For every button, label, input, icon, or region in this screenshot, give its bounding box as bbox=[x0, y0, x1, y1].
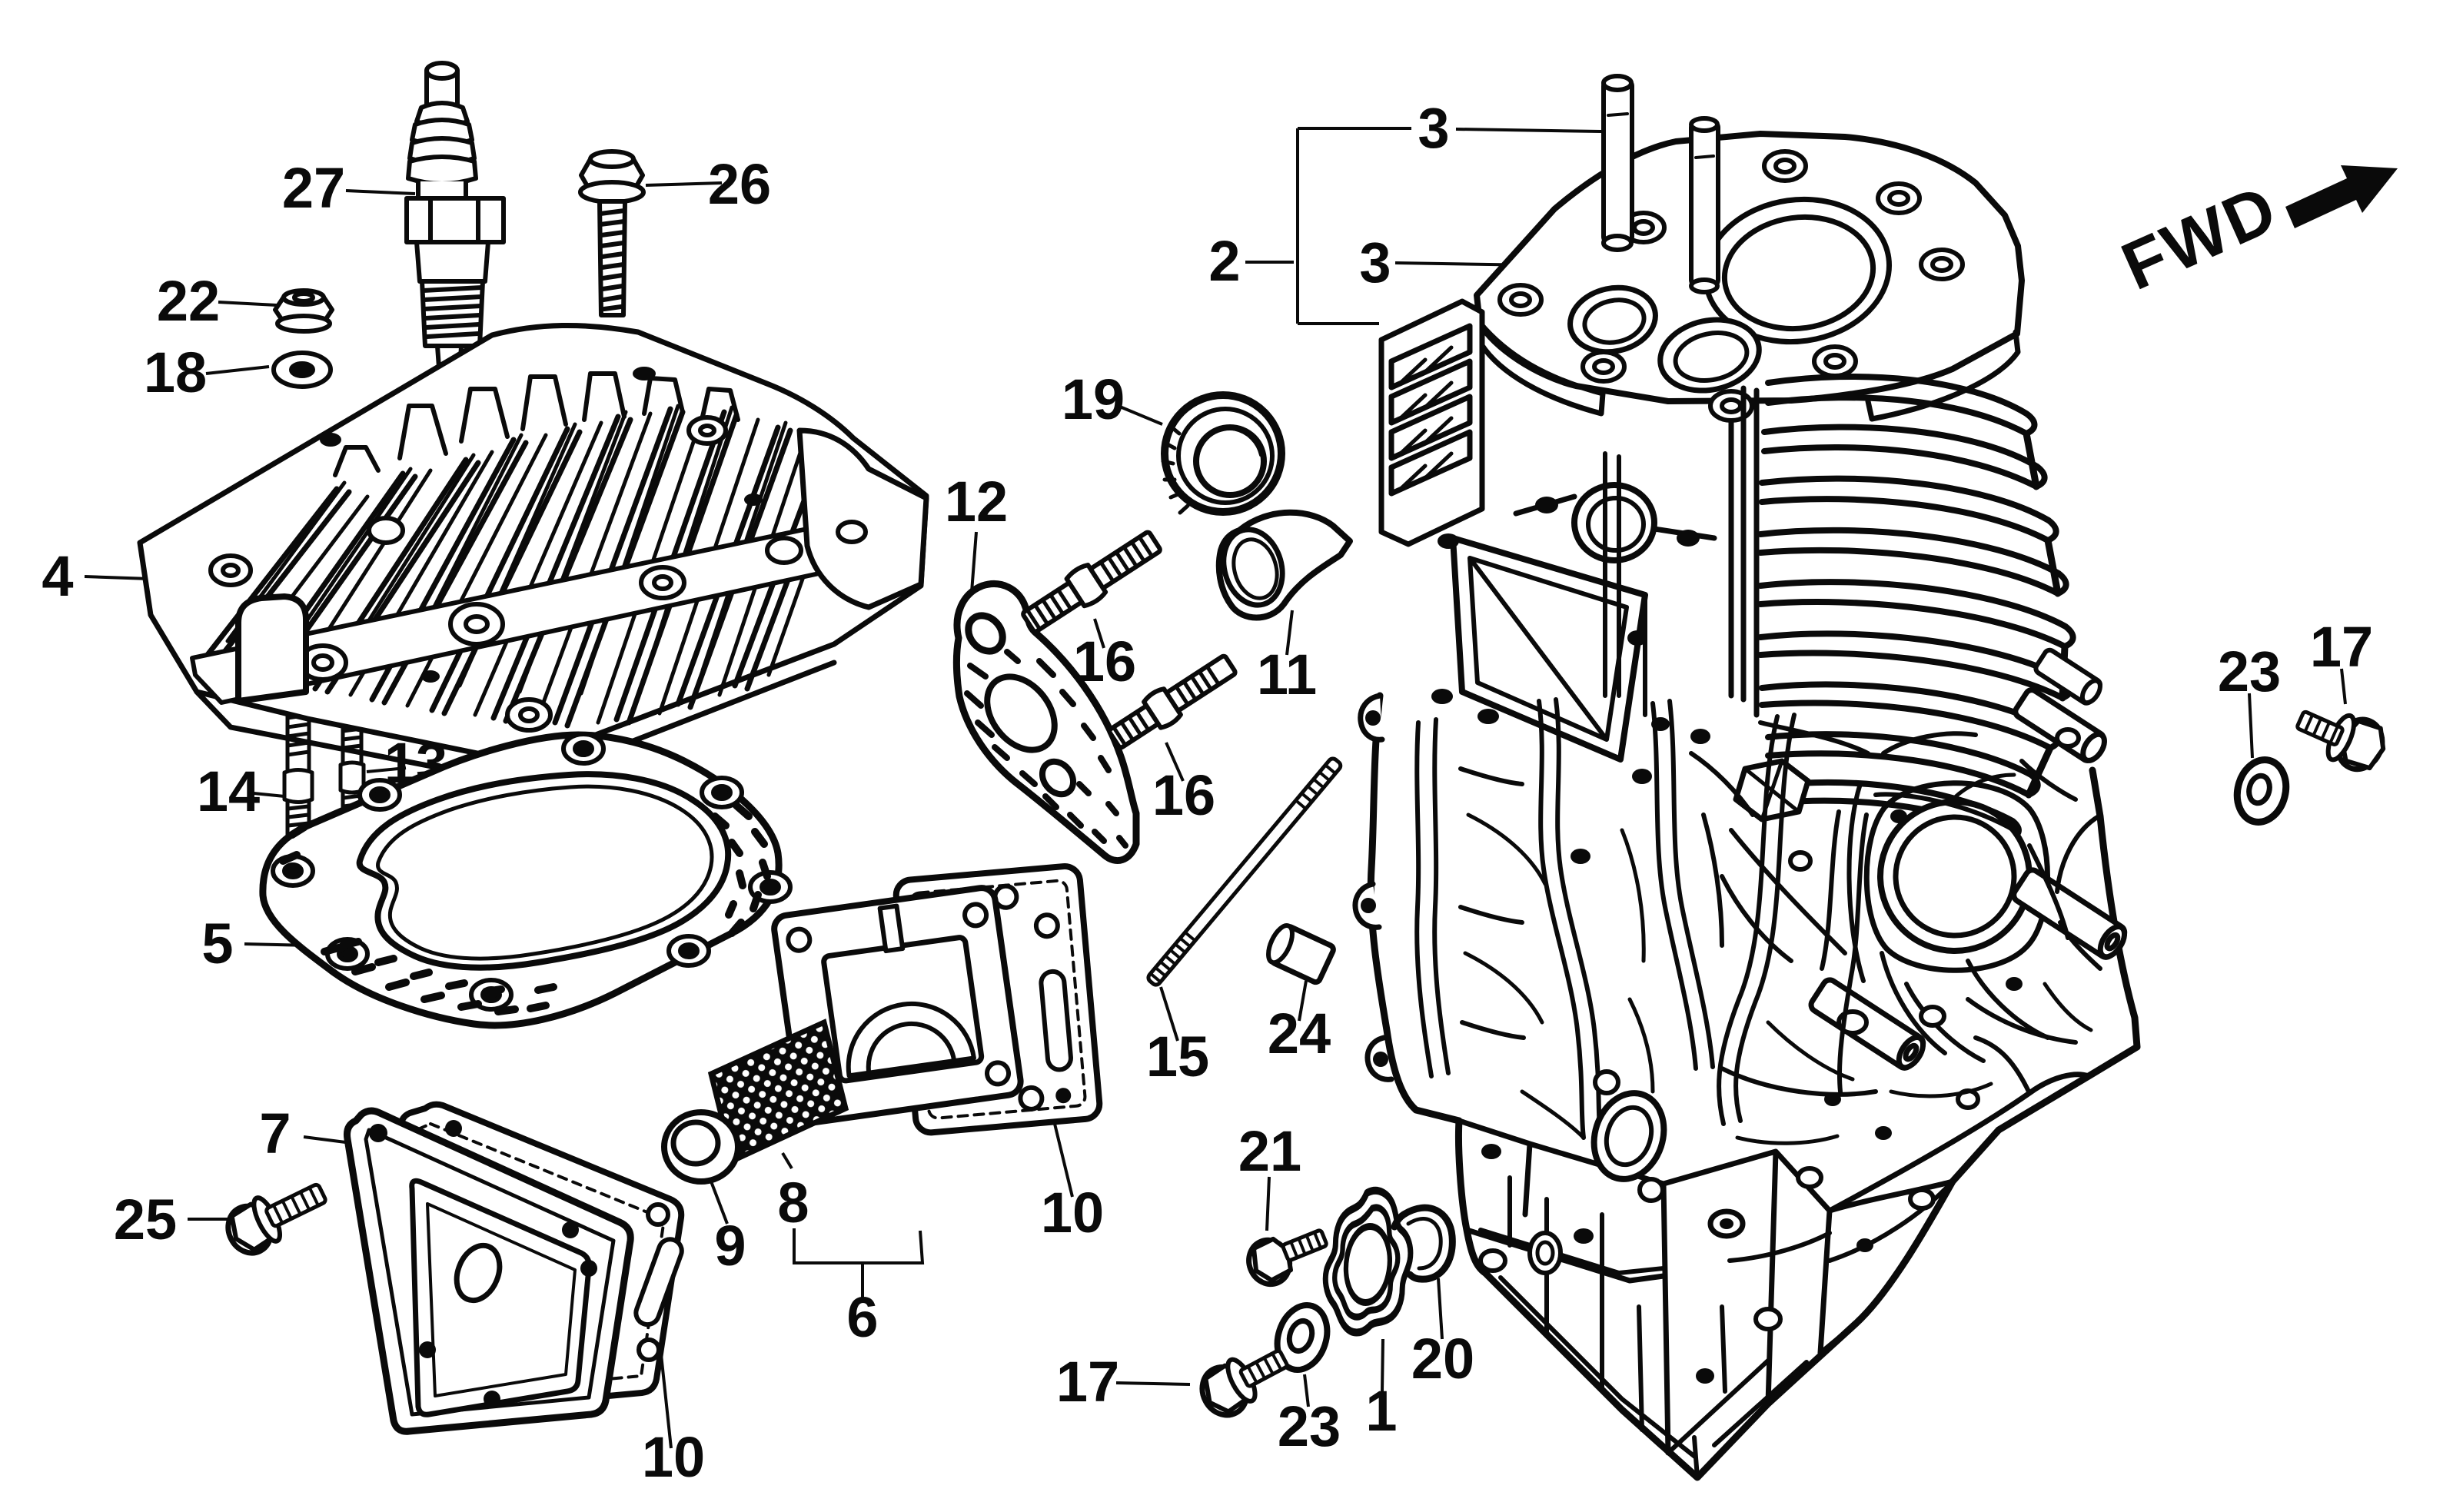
svg-text:5: 5 bbox=[201, 912, 233, 975]
svg-text:24: 24 bbox=[1268, 1002, 1331, 1065]
svg-text:3: 3 bbox=[1418, 96, 1449, 160]
svg-text:15: 15 bbox=[1146, 1025, 1209, 1088]
svg-text:17: 17 bbox=[1056, 1350, 1119, 1414]
svg-text:25: 25 bbox=[114, 1188, 177, 1251]
svg-text:19: 19 bbox=[1062, 367, 1125, 431]
svg-text:2: 2 bbox=[1208, 229, 1240, 293]
svg-text:4: 4 bbox=[42, 544, 73, 608]
svg-text:7: 7 bbox=[259, 1102, 291, 1165]
svg-text:3: 3 bbox=[1359, 231, 1391, 294]
svg-text:10: 10 bbox=[1041, 1181, 1104, 1244]
svg-text:16: 16 bbox=[1152, 763, 1215, 827]
svg-text:17: 17 bbox=[2310, 615, 2373, 679]
svg-text:9: 9 bbox=[714, 1214, 746, 1278]
svg-text:21: 21 bbox=[1238, 1119, 1301, 1183]
svg-text:12: 12 bbox=[945, 470, 1008, 533]
svg-text:22: 22 bbox=[157, 269, 220, 333]
svg-text:18: 18 bbox=[144, 341, 207, 404]
svg-text:14: 14 bbox=[197, 759, 260, 823]
svg-text:10: 10 bbox=[642, 1425, 705, 1489]
svg-text:8: 8 bbox=[777, 1171, 809, 1235]
svg-text:23: 23 bbox=[2218, 640, 2281, 703]
svg-text:27: 27 bbox=[282, 156, 345, 220]
